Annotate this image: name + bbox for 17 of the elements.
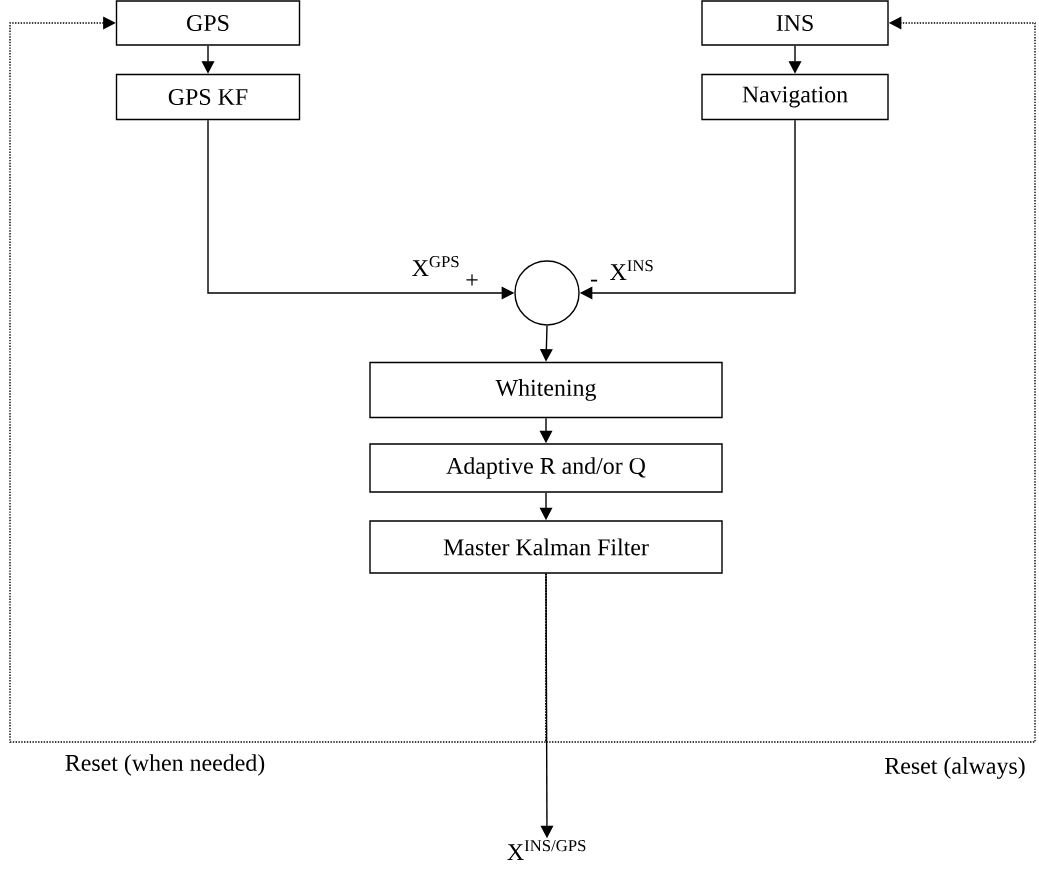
- feedback-line: [9, 16, 547, 743]
- sign-label: -: [590, 279, 598, 282]
- summing-junction: [514, 260, 580, 326]
- edge-label: Reset (always): [882, 755, 1028, 781]
- edge-label: X$^{INS}$: [608, 258, 656, 282]
- output-label: X$^{INS/GPS}$: [507, 840, 586, 860]
- process-box: GPS: [115, 0, 301, 46]
- sign-label: +: [466, 274, 478, 286]
- process-box: Adaptive R and/or Q: [369, 443, 723, 493]
- process-box: Navigation: [701, 73, 889, 121]
- edge-label: X$^{GPS}$: [410, 254, 462, 278]
- feedback-line: [545, 16, 1036, 743]
- edge-label: Reset (when needed): [63, 752, 267, 778]
- process-box: Whitening: [369, 361, 723, 419]
- process-box: GPS KF: [115, 73, 301, 121]
- process-box: Master Kalman Filter: [369, 520, 723, 574]
- process-box: INS: [701, 0, 889, 46]
